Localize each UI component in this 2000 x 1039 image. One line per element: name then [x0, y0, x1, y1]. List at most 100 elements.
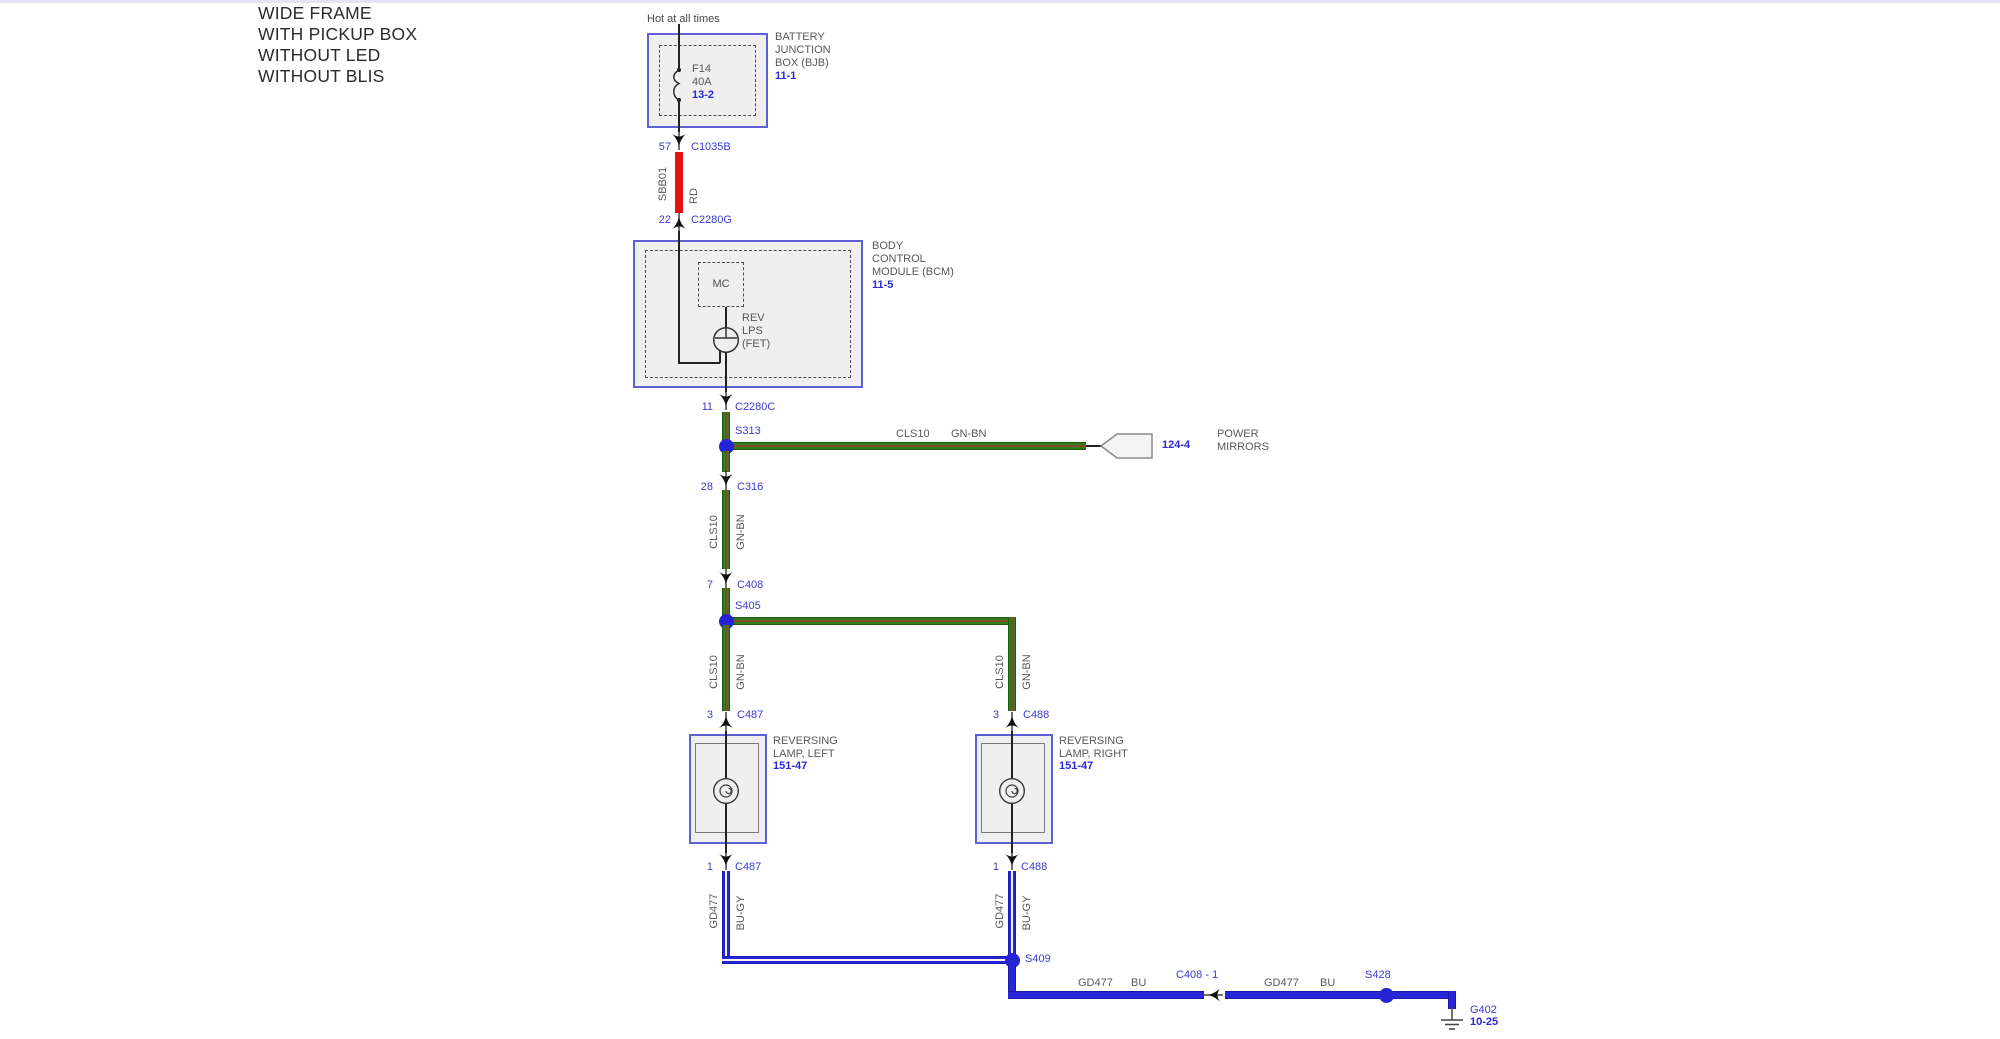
bcm-label: BODY CONTROL MODULE (BCM) 11-5	[872, 240, 954, 292]
battery-junction-box	[647, 33, 768, 128]
connector-arrow-down-icon	[672, 131, 686, 150]
connector-name-c1035b[interactable]: C1035B	[691, 141, 731, 153]
bjb-label-line: JUNCTION	[775, 44, 831, 56]
wire-sbb01-rd	[675, 152, 683, 213]
bcm-label-line: BODY	[872, 240, 904, 252]
wire-circuit-label: CLS10	[994, 655, 1006, 689]
connector-pin: 28	[700, 481, 713, 493]
connector-arrow-left-icon	[1204, 988, 1223, 1002]
wire-segment	[1086, 445, 1102, 447]
wire-segment	[678, 231, 680, 240]
splice-dot-s409	[1004, 952, 1020, 968]
splice-dot-s428	[1378, 987, 1394, 1003]
lamp-right-label-line: REVERSING	[1059, 735, 1124, 747]
splice-dot-s405	[718, 613, 734, 629]
fet-label: REV LPS (FET)	[742, 312, 770, 351]
connector-arrow-up-icon	[1005, 712, 1019, 731]
connector-name-c408-inline[interactable]: C408 - 1	[1176, 969, 1219, 981]
connector-pin: 7	[706, 579, 713, 591]
connector-name-c2280g[interactable]: C2280G	[691, 214, 732, 226]
wire-circuit-label: GD477	[1264, 977, 1299, 989]
connector-name-c316[interactable]: C316	[737, 481, 764, 493]
connector-pin: 22	[658, 214, 671, 226]
splice-label-s405[interactable]: S405	[735, 600, 761, 612]
splice-label-s409[interactable]: S409	[1025, 953, 1051, 965]
bcm-inner-dashed-box	[645, 250, 851, 378]
lamp-left-label-line: LAMP, LEFT	[773, 747, 835, 760]
wire-circuit-label: CLS10	[708, 515, 720, 549]
connector-arrow-up-icon	[719, 712, 733, 731]
wire-segment	[678, 33, 680, 70]
bjb-inner-dashed-box	[659, 45, 756, 116]
offpage-connector-icon	[1099, 433, 1153, 459]
splice-label-s428[interactable]: S428	[1365, 969, 1391, 981]
wire-color-label: BU	[1131, 977, 1147, 989]
connector-pin: 1	[992, 861, 999, 873]
power-mirrors-page-ref[interactable]: 124-4	[1162, 439, 1191, 451]
bcm-label-line: CONTROL	[872, 253, 926, 265]
wire-color-label: BU	[1320, 977, 1336, 989]
wire-circuit-label: GD477	[994, 893, 1006, 929]
wire-color-label: GN-BN	[735, 514, 747, 550]
lamp-left-label: REVERSING LAMP, LEFT 151-47	[773, 735, 838, 773]
connector-name-c488[interactable]: C488	[1021, 861, 1048, 873]
wire-color-label: GN-BN	[951, 428, 987, 440]
variant-line: WIDE FRAME	[258, 3, 372, 23]
wire-cls10	[722, 490, 730, 569]
lamp-right-label: REVERSING LAMP, RIGHT 151-47	[1059, 735, 1128, 773]
wire-color-label: BU-GY	[1021, 895, 1033, 931]
connector-name-c408[interactable]: C408	[737, 579, 764, 591]
lamp-right-label-line: LAMP, RIGHT	[1059, 747, 1128, 760]
wire-gd477-left	[722, 871, 730, 962]
lamp-right-page-ref[interactable]: 151-47	[1059, 760, 1094, 772]
connector-arrow-down-icon	[719, 569, 733, 588]
wire-gd477-bu	[1008, 965, 1016, 999]
connector-name-c2280c[interactable]: C2280C	[735, 401, 776, 413]
wire-cls10	[722, 451, 730, 472]
variant-line: WITH PICKUP BOX	[258, 24, 418, 44]
ground-page-ref[interactable]: 10-25	[1470, 1016, 1499, 1028]
lamp-left-label-line: REVERSING	[773, 735, 838, 747]
lamp-left-inner-box	[695, 743, 759, 833]
wire-cls10-to-mirrors	[726, 442, 1086, 450]
wire-cls10-left-branch	[722, 625, 730, 711]
bjb-label-line: BOX (BJB)	[775, 57, 829, 69]
connector-name-c488[interactable]: C488	[1023, 709, 1050, 721]
bjb-page-ref[interactable]: 11-1	[775, 70, 797, 82]
connector-name-c487[interactable]: C487	[735, 861, 762, 873]
body-control-module-box	[633, 240, 863, 388]
wire-color-label: GN-BN	[1021, 654, 1033, 690]
bulb-icon	[998, 777, 1026, 805]
top-divider	[0, 0, 2000, 3]
hot-at-all-times-label: Hot at all times	[647, 13, 720, 25]
connector-arrow-down-icon	[719, 391, 733, 410]
wire-segment	[725, 352, 727, 392]
lamp-internal-wire	[725, 731, 727, 780]
wire-circuit-label: GD477	[1078, 977, 1113, 989]
wire-gd477-bu-run2	[1225, 991, 1456, 999]
variant-line: WITHOUT LED	[258, 45, 381, 65]
ground-id[interactable]: G402	[1470, 1004, 1497, 1016]
ground-icon	[1441, 1006, 1463, 1030]
bcm-internal-wire	[678, 240, 680, 363]
power-mirrors-label-line: MIRRORS	[1217, 441, 1269, 453]
bulb-icon	[712, 777, 740, 805]
variant-line: WITHOUT BLIS	[258, 66, 385, 86]
lamp-left-page-ref[interactable]: 151-47	[773, 760, 808, 772]
fuse-id: F14	[692, 63, 711, 75]
connector-name-c487[interactable]: C487	[737, 709, 764, 721]
wire-segment	[678, 100, 680, 132]
fuse-rating: 40A	[692, 76, 712, 88]
wire-cls10	[722, 412, 730, 443]
splice-label-s313[interactable]: S313	[735, 425, 761, 437]
variant-note: WIDE FRAME WITH PICKUP BOX WITHOUT LED W…	[258, 3, 417, 87]
fet-label-line: LPS	[742, 325, 763, 337]
bjb-label: BATTERY JUNCTION BOX (BJB) 11-1	[775, 31, 831, 83]
fuse-page-ref[interactable]: 13-2	[692, 89, 715, 101]
lamp-internal-wire	[725, 803, 727, 853]
connector-pin: 3	[706, 709, 713, 721]
connector-pin: 1	[706, 861, 713, 873]
bcm-page-ref[interactable]: 11-5	[872, 279, 894, 291]
wire-cls10-right-branch	[1008, 617, 1016, 711]
